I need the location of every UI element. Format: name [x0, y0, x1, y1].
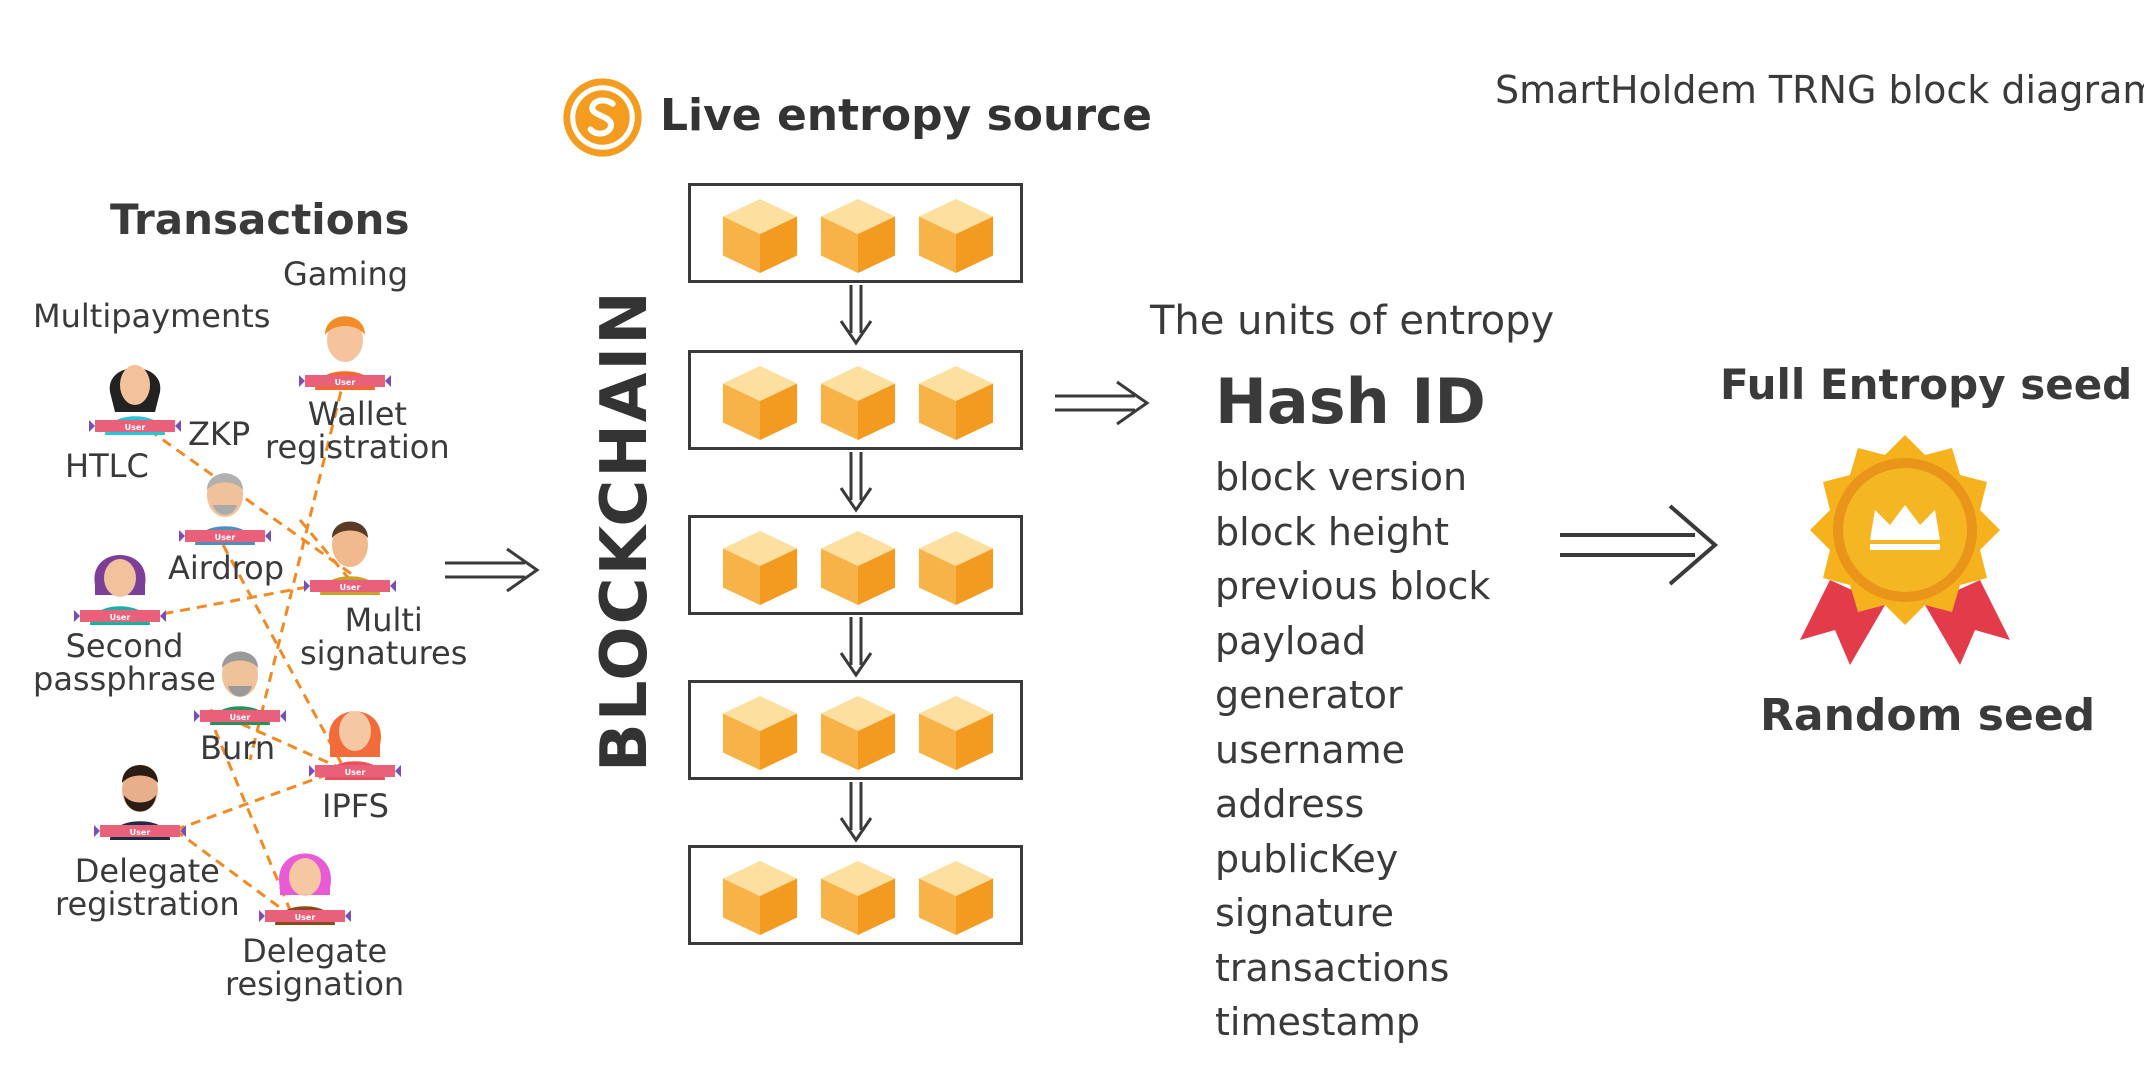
user-avatar-multi-signatures: User: [304, 521, 396, 595]
entropy-cube-icon: [918, 365, 994, 441]
entropy-cube-icon: [722, 365, 798, 441]
entropy-cube-icon: [820, 530, 896, 606]
full-entropy-seed-title: Full Entropy seed: [1720, 360, 2133, 409]
hash-field: payload: [1215, 619, 1367, 663]
label-ipfs: IPFS: [322, 787, 389, 825]
hash-field: block version: [1215, 455, 1468, 499]
entropy-cube-icon: [722, 860, 798, 936]
hash-field: block height: [1215, 510, 1450, 554]
label-htlc: HTLC: [65, 447, 149, 485]
user-avatar-airdrop: User: [179, 473, 271, 545]
units-of-entropy-title: The units of entropy: [1150, 298, 1555, 344]
entropy-cube-icon: [722, 530, 798, 606]
svg-text:User: User: [125, 423, 146, 432]
blockchain-label-container: BLOCKCHAIN: [588, 289, 662, 772]
random-seed-title: Random seed: [1760, 690, 2096, 741]
down-arrow-icon: [839, 617, 873, 678]
label-burn: Burn: [200, 729, 276, 767]
svg-text:User: User: [230, 713, 251, 722]
blockchain-label: BLOCKCHAIN: [588, 289, 662, 772]
label-delegate-registration: Delegate registration: [55, 852, 240, 923]
label-gaming: Gaming: [283, 255, 409, 293]
entropy-cube-icon: [820, 860, 896, 936]
hash-field: username: [1215, 728, 1405, 772]
blockchain-block-3: [688, 515, 1023, 615]
svg-text:User: User: [110, 613, 131, 622]
transactions-title: Transactions: [110, 195, 410, 244]
down-arrow-icon: [839, 452, 873, 513]
arrow-hash-to-seed-icon: [1560, 504, 1719, 586]
hash-field: publicKey: [1215, 837, 1399, 881]
live-entropy-title: Live entropy source: [660, 90, 1152, 141]
label-multi-signatures: Multi signatures: [300, 601, 468, 672]
label-multipayments: Multipayments: [33, 297, 271, 335]
user-avatar-burn: User: [194, 651, 286, 725]
label-airdrop: Airdrop: [168, 549, 285, 587]
entropy-cube-icon: [918, 695, 994, 771]
label-wallet-registration: Wallet registration: [265, 395, 450, 466]
user-avatar-second-passphrase: User: [74, 555, 166, 625]
hash-field: previous block: [1215, 564, 1491, 608]
label-delegate-resignation: Delegate resignation: [225, 932, 405, 1003]
user-avatar-gaming: User: [299, 316, 391, 390]
entropy-cube-icon: [820, 365, 896, 441]
svg-text:User: User: [340, 583, 361, 592]
user-avatar-delegate-registration: User: [94, 765, 186, 840]
label-zkp: ZKP: [188, 415, 251, 453]
arrow-transactions-to-blockchain-icon: [445, 547, 540, 593]
user-avatar-multipayments: User: [89, 365, 181, 435]
entropy-cube-icon: [918, 198, 994, 274]
hash-field: generator: [1215, 673, 1403, 717]
blockchain-block-1: [688, 183, 1023, 283]
down-arrow-icon: [839, 782, 873, 843]
hash-field: transactions: [1215, 946, 1450, 990]
down-arrow-icon: [839, 285, 873, 346]
svg-text:User: User: [335, 378, 356, 387]
blockchain-block-2: [688, 350, 1023, 450]
diagram-title: SmartHoldem TRNG block diagram: [1495, 68, 2144, 112]
user-avatar-delegate-resignation: User: [259, 853, 351, 925]
entropy-cube-icon: [820, 695, 896, 771]
smartholdem-logo-icon: [563, 78, 642, 157]
svg-text:User: User: [130, 828, 151, 837]
medal-icon: [1800, 435, 2010, 665]
entropy-cube-icon: [722, 695, 798, 771]
entropy-cube-icon: [722, 198, 798, 274]
hash-field: signature: [1215, 891, 1394, 935]
entropy-cube-icon: [918, 530, 994, 606]
user-avatar-ipfs: User: [309, 711, 401, 780]
entropy-cube-icon: [820, 198, 896, 274]
hash-id-title: Hash ID: [1215, 365, 1486, 438]
blockchain-block-5: [688, 845, 1023, 945]
blockchain-block-4: [688, 680, 1023, 780]
label-second-passphrase: Second passphrase: [33, 627, 216, 698]
entropy-cube-icon: [918, 860, 994, 936]
svg-text:User: User: [215, 533, 236, 542]
hash-field: timestamp: [1215, 1000, 1420, 1044]
svg-text:User: User: [295, 913, 316, 922]
hash-field: address: [1215, 782, 1365, 826]
svg-text:User: User: [345, 768, 366, 777]
arrow-blockchain-to-hash-icon: [1055, 380, 1150, 426]
